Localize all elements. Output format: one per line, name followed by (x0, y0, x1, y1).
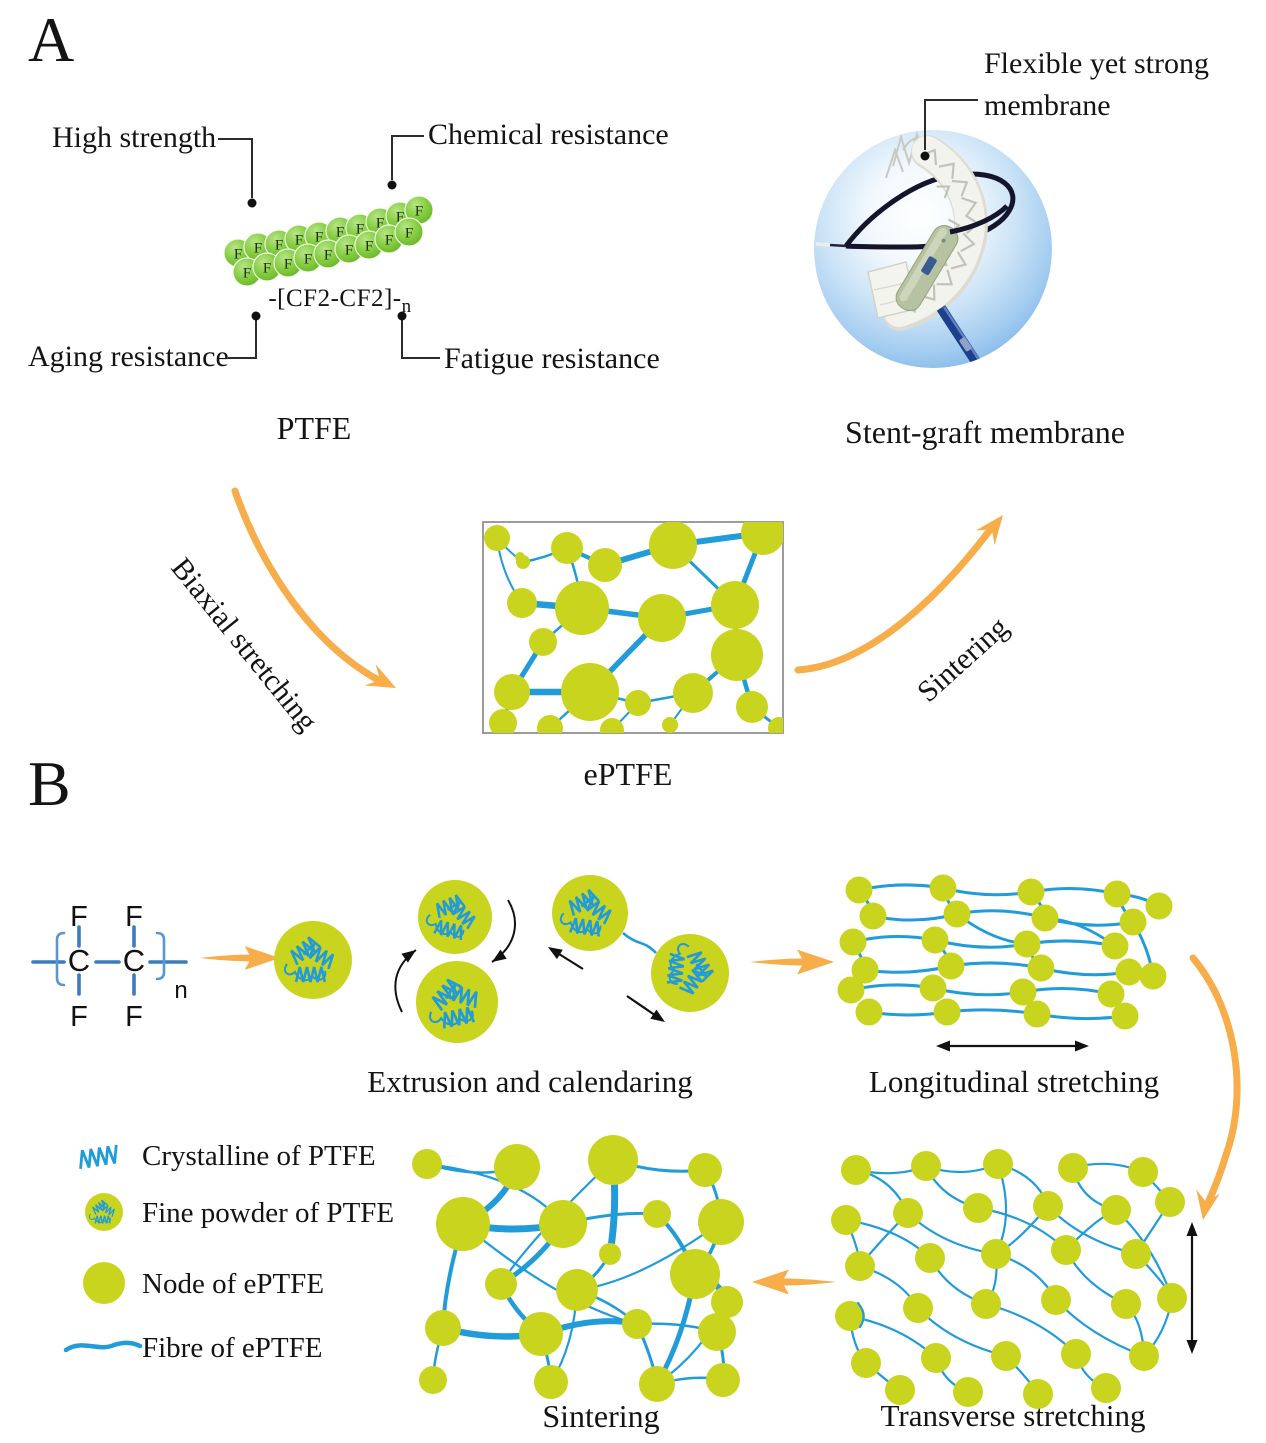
separating-balls (545, 875, 729, 1027)
annotation-fatigue-resistance: Fatigue resistance (444, 342, 660, 375)
transverse-caption: Transverse stretching (880, 1398, 1146, 1433)
carbon-right: C (123, 943, 145, 978)
panel-a-label: A (28, 4, 75, 75)
stent-callout-line1: Flexible yet strong (984, 47, 1209, 80)
svg-text:F: F (275, 238, 283, 254)
longitudinal-caption: Longitudinal stretching (868, 1064, 1160, 1099)
eptfe-caption: ePTFE (583, 756, 673, 792)
longitudinal-to-transverse-arrow (1189, 954, 1241, 1223)
svg-text:F: F (304, 252, 312, 268)
crystalline-icon (79, 1144, 118, 1169)
biaxial-stretching-arrow (231, 487, 402, 699)
calendaring-balls (394, 880, 516, 1043)
catheter-loop (844, 171, 1016, 250)
svg-text:F: F (315, 230, 323, 246)
sintering-network (412, 1135, 744, 1402)
sintering-caption: Sintering (542, 1398, 660, 1434)
longitudinal-network (837, 874, 1173, 1030)
fluorine-top-right: F (125, 901, 143, 933)
svg-text:F: F (243, 266, 251, 282)
eptfe-network (484, 522, 783, 733)
annotation-high-strength: High strength (52, 121, 217, 154)
ptfe-caption: PTFE (276, 410, 352, 446)
annotation-chemical-resistance: Chemical resistance (428, 118, 669, 151)
fluorine-bottom-left: F (70, 1001, 88, 1033)
fluorine-bottom-right: F (125, 1001, 143, 1033)
node-icon (83, 1262, 125, 1304)
svg-text:F: F (405, 226, 413, 242)
arrow-to-sintering (752, 1269, 836, 1295)
svg-text:F: F (365, 239, 373, 255)
svg-text:F: F (376, 216, 384, 232)
guidewire (829, 243, 847, 248)
fluorine-top-left: F (70, 901, 88, 933)
vertical-stretch-arrow (1186, 1222, 1198, 1354)
ptfe-chemical-structure: F F C C F F n (31, 901, 188, 1033)
delivery-handle (895, 224, 959, 312)
legend-label-fine-powder: Fine powder of PTFE (142, 1197, 395, 1229)
stent-caption: Stent-graft membrane (845, 414, 1125, 450)
transverse-network (831, 1149, 1187, 1409)
fine-powder-icon (85, 1193, 123, 1231)
carbon-left: C (68, 943, 90, 978)
arrow-to-longitudinal (750, 949, 834, 975)
subscript-n: n (174, 977, 187, 1004)
callout-lines-panel-a (218, 135, 440, 359)
svg-text:F: F (345, 243, 353, 259)
sintering-arrow (794, 507, 1013, 674)
svg-text:F: F (385, 233, 393, 249)
legend-label-node: Node of ePTFE (142, 1268, 325, 1300)
ptfe-repeat-formula: -[CF2-CF2]-n (268, 285, 412, 317)
arrow-structure-to-powder (200, 946, 280, 970)
extrusion-caption: Extrusion and calendaring (367, 1064, 693, 1099)
svg-text:F: F (396, 210, 404, 226)
svg-text:F: F (263, 261, 271, 277)
membrane-callout-line (924, 99, 978, 150)
stent-callout-line2: membrane (984, 89, 1111, 122)
legend-label-crystalline: Crystalline of PTFE (142, 1140, 376, 1172)
stent-graft-illustration (814, 99, 1052, 368)
svg-text:F: F (336, 225, 344, 241)
fine-powder-ball (274, 921, 352, 999)
horizontal-stretch-arrow (936, 1040, 1089, 1052)
annotation-aging-resistance: Aging resistance (28, 340, 229, 373)
legend-label-fibre: Fibre of ePTFE (142, 1332, 323, 1364)
svg-text:F: F (234, 247, 242, 263)
panel-b-label: B (28, 748, 71, 819)
svg-text:F: F (254, 241, 262, 257)
callout-dots (247, 180, 407, 321)
svg-text:F: F (295, 233, 303, 249)
svg-text:F: F (284, 257, 292, 273)
svg-text:F: F (415, 204, 423, 220)
svg-text:F: F (356, 222, 364, 238)
svg-text:F: F (324, 248, 332, 264)
fibre-icon (63, 1340, 143, 1353)
